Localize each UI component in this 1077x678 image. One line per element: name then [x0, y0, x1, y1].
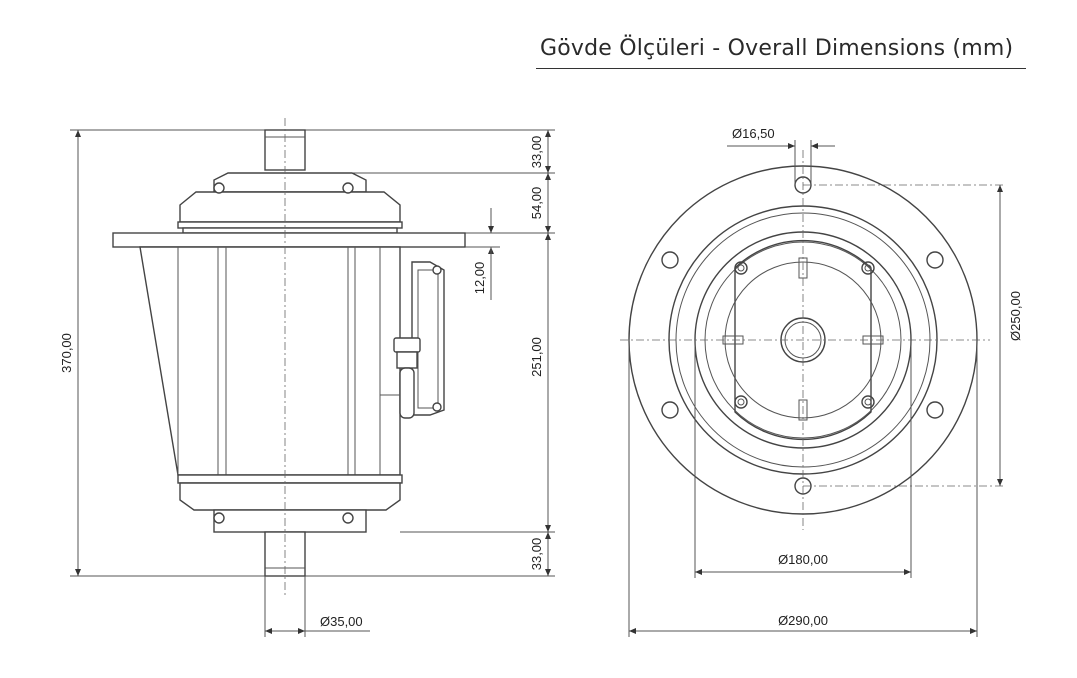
- drawing-title: Gövde Ölçüleri - Overall Dimensions (mm): [540, 36, 1014, 61]
- bottom-shaft-height-label: 33,00: [529, 538, 544, 571]
- pilot-diameter-label: Ø180,00: [778, 552, 828, 567]
- flange-diameter-label: Ø290,00: [778, 613, 828, 628]
- overall-height-label: 370,00: [59, 333, 74, 373]
- hole-diameter-label: Ø16,50: [732, 126, 775, 141]
- top-shaft-height-label: 33,00: [529, 136, 544, 169]
- body-height-label: 251,00: [529, 337, 544, 377]
- shaft-diameter-label: Ø35,00: [320, 614, 363, 629]
- side-view: [70, 118, 555, 637]
- title-underline: [536, 68, 1026, 69]
- flange-thickness-label: 12,00: [472, 262, 487, 295]
- front-view: [620, 140, 1005, 637]
- bolt-circle-label: Ø250,00: [1008, 291, 1023, 341]
- top-section-height-label: 54,00: [529, 187, 544, 220]
